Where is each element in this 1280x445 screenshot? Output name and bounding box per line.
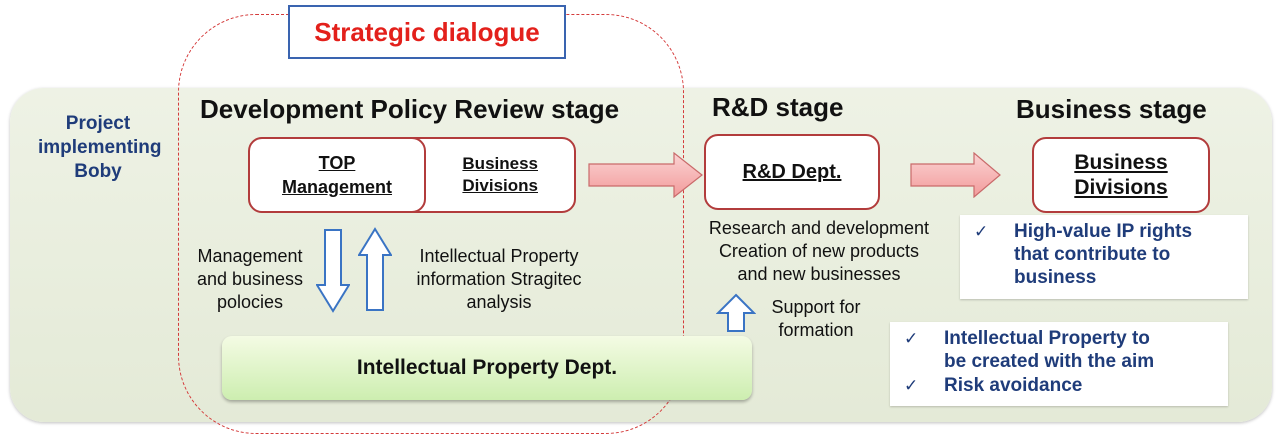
top-management-box: TOP Management [248,137,426,213]
business-stage-title: Business stage [1016,94,1207,124]
rd-dept-box: R&D Dept. [704,134,880,210]
business-divisions-stage-line-2: Divisions [1074,176,1168,199]
business-value-line-1: High-value IP rights [1014,221,1193,242]
rd-activities-line-2: Creation of new products [718,241,920,261]
business-divisions-line-1: Business [462,154,538,173]
support-line-2: formation [778,320,854,340]
checklist-item: ✓ High-value IP rights that contribute t… [974,220,1244,289]
rd-stage-title: R&D stage [712,92,844,122]
check-icon: ✓ [904,329,919,348]
mgmt-policies-line-1: Management [197,246,303,266]
project-label: Project implementing Boby [38,112,162,184]
support-line-1: Support for [771,297,861,317]
support-up-arrow-icon [716,293,756,332]
arrow-to-rd-icon [588,152,703,198]
mgmt-policies-line-2: and business [196,269,304,289]
ip-info-line-2: information Stragitec [416,269,582,289]
business-value-line-2: that contribute to [1014,244,1171,265]
ip-dept-label: Intellectual Property Dept. [356,356,618,379]
business-divisions-stage-line-1: Business [1074,151,1168,174]
checklist-item: ✓ Intellectual Property to be created wi… [904,327,1224,373]
business-value-checklist: ✓ High-value IP rights that contribute t… [960,215,1248,299]
down-arrow-icon [316,229,350,313]
mgmt-policies-label: Management and business polocies [180,245,320,314]
project-label-line-1: Project [65,113,131,134]
checklist-item: ✓ Risk avoidance [904,374,1224,397]
strategic-dialogue-title: Strategic dialogue [314,16,540,47]
ip-dept-box: Intellectual Property Dept. [222,336,752,400]
top-management-line-1: TOP [318,153,356,173]
ip-aims-checklist: ✓ Intellectual Property to be created wi… [890,322,1228,406]
ip-info-line-3: analysis [466,292,532,312]
rd-activities-line-3: and new businesses [737,264,901,284]
ip-info-line-1: Intellectual Property [419,246,579,266]
business-divisions-stage-box: Business Divisions [1032,137,1210,213]
ip-info-label: Intellectual Property information Stragi… [396,245,602,314]
rd-dept-label: R&D Dept. [742,160,842,183]
top-management-line-2: Management [281,177,393,197]
ip-aims-line-2: be created with the aim [944,351,1155,372]
check-icon: ✓ [904,376,919,395]
project-label-line-3: Boby [74,161,122,182]
mgmt-policies-line-3: polocies [216,292,284,312]
ip-aims-line-3: Risk avoidance [944,375,1083,396]
rd-activities-line-1: Research and development [708,218,930,238]
policy-stage-title: Development Policy Review stage [200,94,620,124]
business-value-line-3: business [1014,267,1097,288]
strategic-dialogue-title-box: Strategic dialogue [288,5,566,59]
project-label-line-2: implementing [38,137,162,158]
ip-aims-line-1: Intellectual Property to [944,328,1150,349]
business-divisions-line-2: Divisions [462,176,538,195]
business-divisions-box: Business Divisions [400,137,576,213]
support-label: Support for formation [756,296,876,342]
rd-activities-label: Research and development Creation of new… [690,217,948,286]
arrow-to-business-icon [910,152,1001,198]
check-icon: ✓ [974,222,989,241]
up-arrow-icon [358,227,392,311]
